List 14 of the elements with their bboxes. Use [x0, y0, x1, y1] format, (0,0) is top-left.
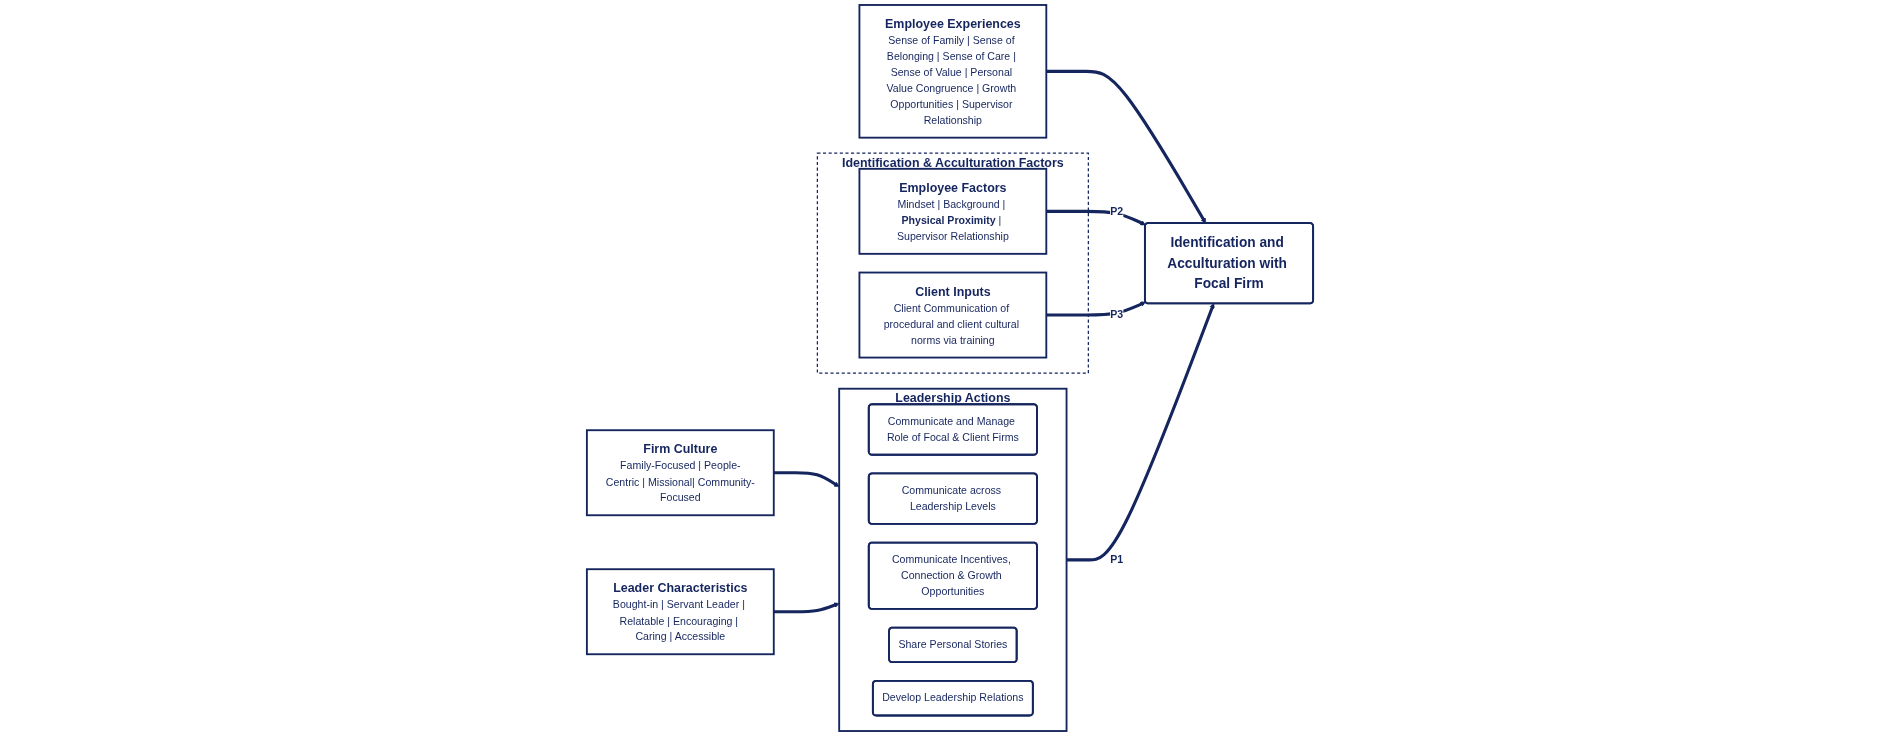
arrow [773, 471, 840, 487]
edge-label: P2 [1110, 205, 1124, 218]
node-box: Firm Culture Family-Focused | People-Centric | Missional| Community-Focused [585, 429, 775, 517]
arrow [1066, 303, 1215, 562]
arrow [1046, 301, 1146, 317]
arrow [773, 602, 840, 614]
node-box: Employee Factors Mindset | Background | Physical Proximity | Supervisor Relationship [858, 167, 1048, 255]
node-box: Client Inputs Client Communication of procedural and client cultural norms via training [858, 271, 1048, 359]
edge-label: P3 [1110, 308, 1124, 321]
node-box: Leader Characteristics Bought-in | Servant Leader | Relatable | Encouraging | Caring | Accessible [585, 568, 775, 656]
node-box: Employee Experiences Sense of Family | Sense of Belonging | Sense of Care | Sense of Value | Personal Value Congruence | Growth Opportunities | Supervisor Relationship [858, 4, 1048, 139]
edge-label: P1 [1110, 553, 1124, 566]
arrow [1046, 69, 1207, 224]
arrow [1046, 209, 1146, 226]
